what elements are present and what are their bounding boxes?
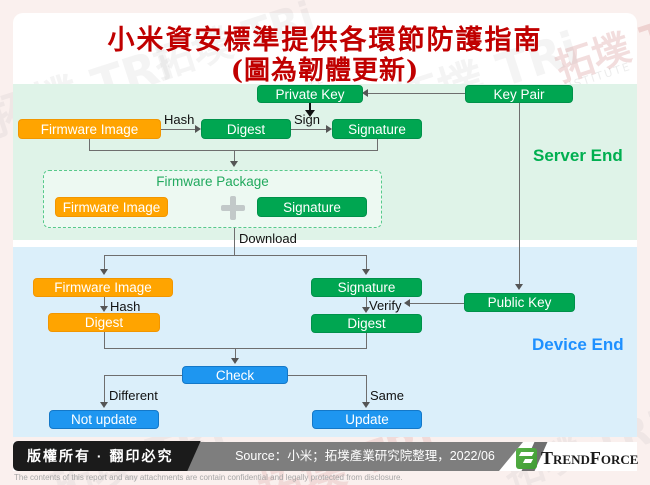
connector-line bbox=[366, 333, 367, 349]
arrowhead bbox=[100, 402, 108, 408]
source-text: Source：小米；拓墣產業研究院整理，2022/06 bbox=[235, 449, 495, 463]
connector-line bbox=[235, 348, 236, 359]
connector-line bbox=[309, 103, 311, 111]
disclaimer-text: The contents of this report and any atta… bbox=[14, 473, 403, 482]
connector-line bbox=[104, 255, 105, 270]
connector-line bbox=[161, 129, 196, 130]
connector-line bbox=[234, 150, 235, 162]
arrowhead bbox=[195, 125, 201, 133]
connector-line bbox=[234, 228, 235, 255]
sign-label: Sign bbox=[294, 112, 321, 127]
connector-line bbox=[291, 129, 326, 130]
arrowhead bbox=[326, 125, 332, 133]
check-box: Check bbox=[182, 366, 288, 384]
connector-line bbox=[366, 375, 367, 403]
arrowhead bbox=[362, 402, 370, 408]
firmware-package-title: Firmware Package bbox=[156, 174, 269, 189]
connector-line bbox=[104, 255, 367, 256]
connector-line bbox=[89, 150, 378, 151]
private-key-box: Private Key bbox=[257, 85, 363, 103]
arrowhead bbox=[100, 306, 108, 312]
source-banner bbox=[140, 442, 523, 471]
device-digest-verify-box: Digest bbox=[311, 314, 422, 333]
page-title: 小米資安標準提供各環節防護指南 bbox=[107, 25, 543, 56]
connector-line bbox=[104, 375, 105, 403]
hash-label: Hash bbox=[110, 299, 141, 314]
page-subtitle: (圖為韌體更新) bbox=[230, 56, 420, 86]
connector-line bbox=[519, 103, 520, 285]
arrowhead bbox=[230, 161, 238, 167]
arrowhead bbox=[404, 299, 410, 307]
arrowhead bbox=[362, 89, 368, 97]
connector-line bbox=[410, 303, 464, 304]
different-label: Different bbox=[109, 388, 158, 403]
device-end-label: Device End bbox=[532, 335, 624, 354]
arrowhead bbox=[362, 269, 370, 275]
copyright-text: 版權所有 · 翻印必究 bbox=[27, 448, 174, 464]
connector-line bbox=[104, 332, 105, 349]
server-digest-box: Digest bbox=[201, 119, 291, 139]
device-signature-box: Signature bbox=[311, 278, 422, 297]
download-label: Download bbox=[239, 231, 297, 246]
hash-label: Hash bbox=[164, 112, 195, 127]
arrowhead bbox=[305, 110, 315, 117]
server-signature-box: Signature bbox=[332, 119, 422, 139]
connector-line bbox=[89, 139, 90, 151]
arrowhead bbox=[100, 269, 108, 275]
same-label: Same bbox=[370, 388, 404, 403]
server-end-label: Server End bbox=[533, 146, 623, 165]
trendforce-logo-icon bbox=[516, 448, 537, 469]
arrowhead bbox=[362, 307, 370, 313]
arrowhead bbox=[515, 284, 523, 290]
server-firmware-image-box: Firmware Image bbox=[18, 119, 161, 139]
device-digest-hash-box: Digest bbox=[48, 313, 160, 332]
connector-line bbox=[104, 375, 182, 376]
connector-line bbox=[104, 297, 105, 307]
verify-label: Verify bbox=[369, 298, 402, 313]
device-firmware-image-box: Firmware Image bbox=[33, 278, 173, 297]
plus-icon bbox=[221, 196, 245, 220]
package-firmware-image-box: Firmware Image bbox=[55, 197, 168, 217]
connector-line bbox=[366, 255, 367, 270]
key-pair-box: Key Pair bbox=[465, 85, 573, 103]
update-box: Update bbox=[312, 410, 422, 429]
connector-line bbox=[377, 139, 378, 151]
connector-line bbox=[366, 297, 367, 308]
connector-line bbox=[367, 93, 465, 94]
not-update-box: Not update bbox=[49, 410, 159, 429]
package-signature-box: Signature bbox=[257, 197, 367, 217]
arrowhead bbox=[231, 358, 239, 364]
trendforce-wordmark: TrendForce bbox=[541, 448, 639, 468]
connector-line bbox=[288, 375, 366, 376]
public-key-box: Public Key bbox=[464, 293, 575, 312]
copyright-banner bbox=[13, 441, 181, 471]
